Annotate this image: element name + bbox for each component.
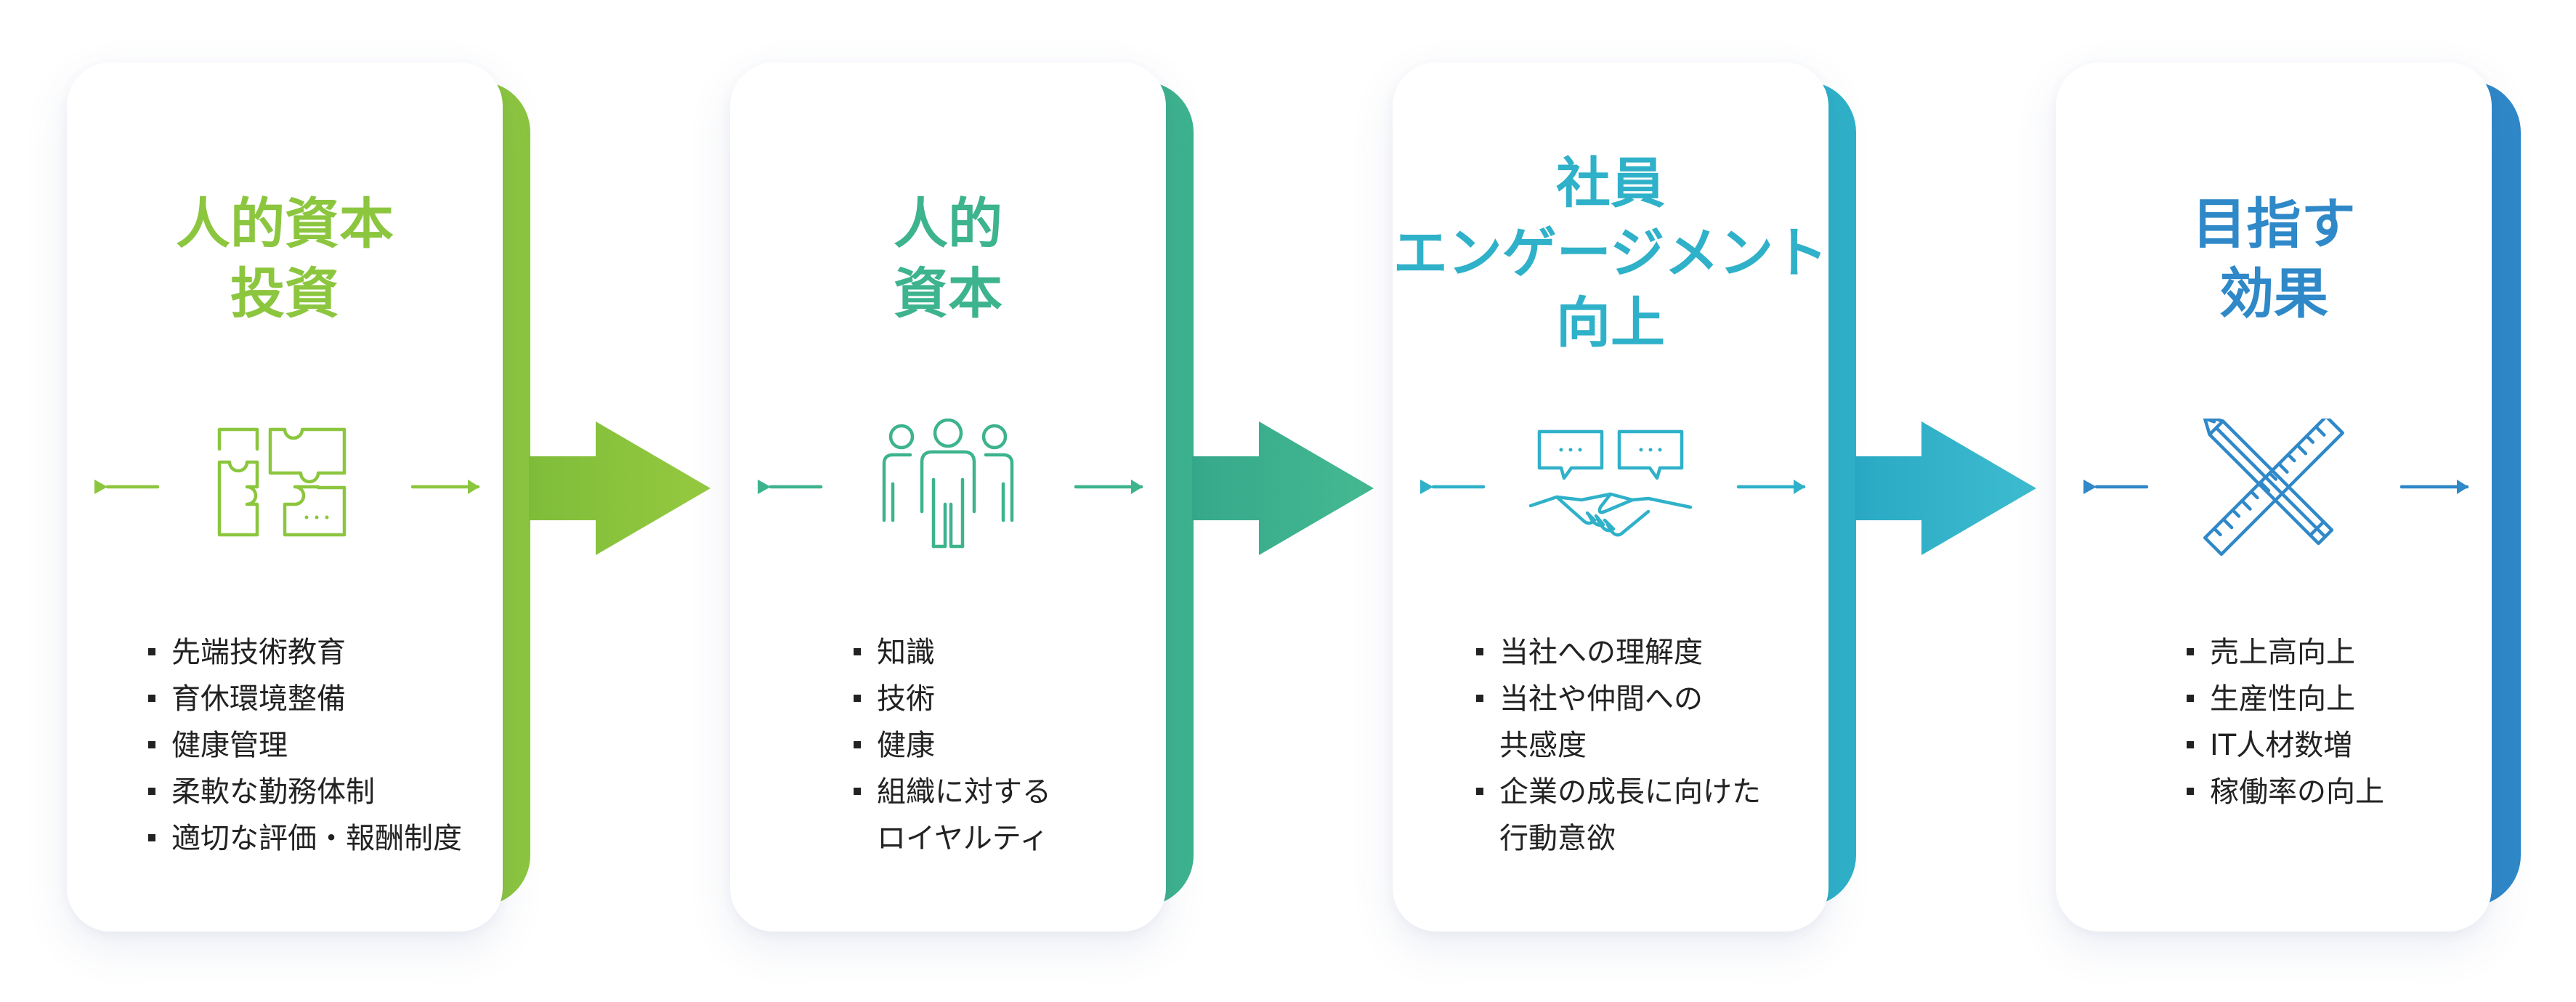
list-item: 先端技術教育	[148, 629, 462, 676]
stage-title-line: 効果	[2219, 262, 2328, 326]
list-item: 育休環境整備	[148, 676, 462, 722]
stage-title-line: 資本	[893, 262, 1003, 326]
list-item: 稼働率の向上	[2187, 769, 2384, 815]
stage-title-line: 向上	[1555, 291, 1665, 355]
flow-arrow-3	[1855, 421, 2036, 555]
list-item: 組織に対する	[854, 769, 1051, 815]
list-item: 企業の成長に向けた	[1476, 769, 1761, 815]
stage-bullet-list: 当社への理解度 当社や仲間への 共感度 企業の成長に向けた 行動意欲	[1476, 629, 1761, 862]
list-item: 健康	[854, 722, 1051, 769]
stage-bullet-list: 先端技術教育 育休環境整備 健康管理 柔軟な勤務体制 適切な評価・報酬制度	[148, 629, 462, 862]
stage-card-3: 社員 エンゲージメント 向上	[1393, 62, 1828, 932]
handshake-chat-icon	[1420, 429, 1806, 537]
list-item: 生産性向上	[2187, 676, 2384, 722]
stage-title-line: 社員	[1555, 151, 1665, 215]
list-item: 共感度	[1499, 729, 1587, 762]
list-item: 技術	[854, 676, 1051, 722]
flow-arrow-2	[1192, 421, 1374, 555]
stage-title-line: 人的	[893, 192, 1003, 256]
list-item: 柔軟な勤務体制	[148, 769, 462, 815]
stage-title-line: 投資	[230, 262, 339, 326]
stage-bullet-list: 売上高向上 生産性向上 IT人材数増 稼働率の向上	[2187, 629, 2384, 815]
stage-card-2: 人的 資本	[730, 62, 1166, 932]
stage-title: 社員 エンゲージメント 向上	[1393, 148, 1828, 357]
stage-bullet-list: 知識 技術 健康 組織に対する ロイヤルティ	[854, 629, 1051, 862]
list-item: 適切な評価・報酬制度	[148, 815, 462, 862]
stage-card-4: 目指す 効果	[2056, 62, 2492, 932]
stage-card-1: 人的資本 投資 先端技術教育 育休環境整備	[67, 62, 503, 932]
list-item: 当社への理解度	[1476, 629, 1761, 676]
list-item: 行動意欲	[1499, 822, 1616, 855]
people-group-icon	[758, 419, 1143, 549]
list-item: 知識	[854, 629, 1051, 676]
flow-arrow-1	[529, 421, 710, 555]
list-item: 当社や仲間への	[1476, 676, 1761, 722]
stage-title: 人的 資本	[730, 189, 1166, 328]
stage-title-line: 目指す	[2192, 192, 2356, 256]
list-item: 健康管理	[148, 722, 462, 769]
stage-title-line: 人的資本	[175, 192, 394, 256]
stage-title: 人的資本 投資	[67, 189, 503, 328]
ruler-pencil-icon	[2083, 419, 2469, 557]
list-item: IT人材数増	[2187, 722, 2384, 769]
puzzle-icon	[94, 427, 480, 537]
stage-title: 目指す 効果	[2056, 189, 2492, 328]
list-item: 売上高向上	[2187, 629, 2384, 676]
stage-title-line: エンゲージメント	[1393, 221, 1828, 285]
list-item: ロイヤルティ	[877, 822, 1049, 855]
